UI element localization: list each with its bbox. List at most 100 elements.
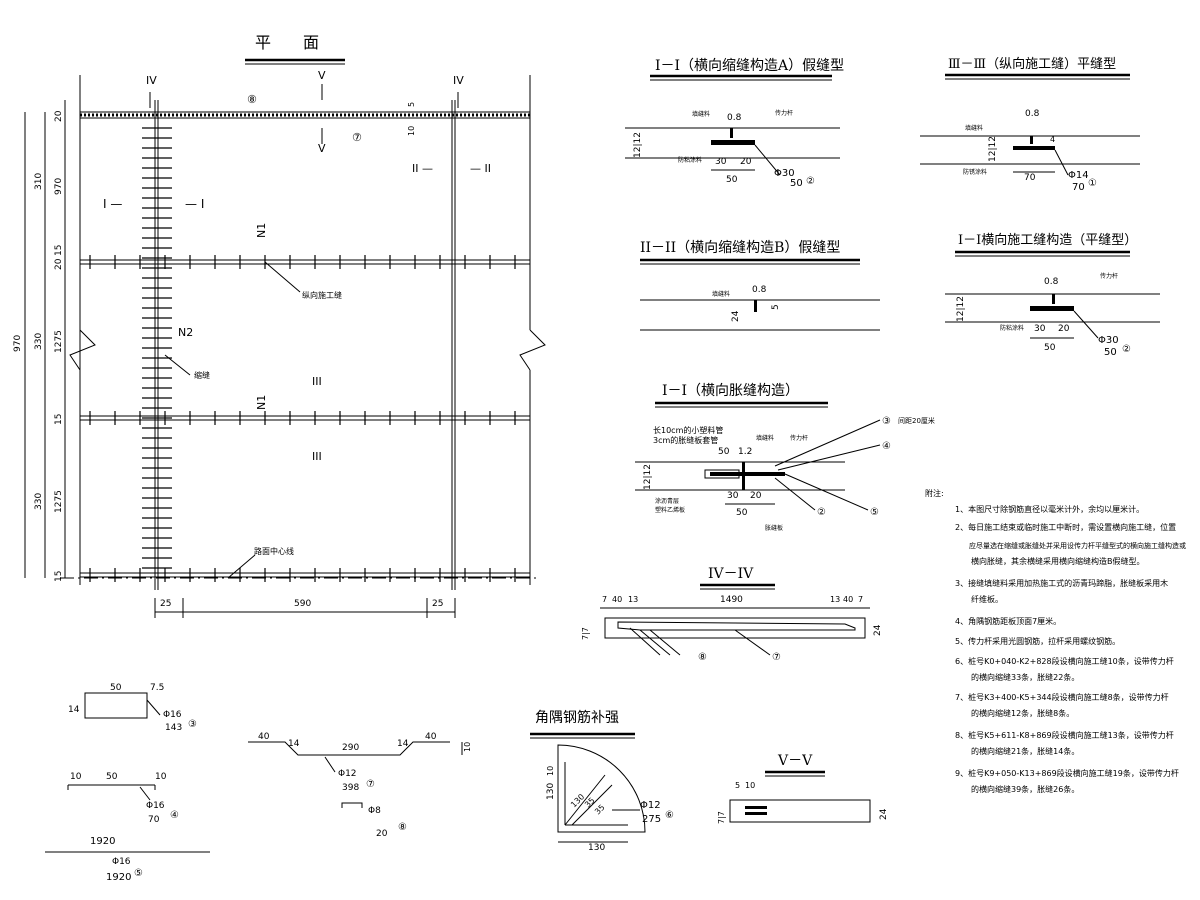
secIV-dim-l1: 40 xyxy=(612,595,622,604)
detail5-rebar: Φ16 xyxy=(112,857,131,867)
detail5-len: 1920 xyxy=(106,872,131,883)
plan-sec-I-left: I — xyxy=(103,197,122,211)
notes-head: 附注: xyxy=(925,488,944,498)
detail3-corner: 7.5 xyxy=(150,683,164,693)
section-III: Ⅲ－Ⅲ（纵向施工缝）平缝型 0.8 12|12 4 70 Φ14 70 ① 填缝… xyxy=(920,56,1140,193)
secIc-rebar-len: 50 xyxy=(1104,347,1117,358)
detail4-shape xyxy=(67,784,156,790)
secIII-groove xyxy=(1030,136,1033,144)
secExp-lab-plate: 胀缝板 xyxy=(765,524,783,532)
leader-long-joint xyxy=(264,261,301,293)
corner-dim-130b: 130 xyxy=(588,843,605,853)
secIV-rebar xyxy=(617,621,856,631)
secV-dim-24: 24 xyxy=(879,808,889,820)
notes-item-1: 2、每日施工结束或临时施工中断时，需设置横向施工缝，位置 xyxy=(955,522,1176,532)
plan-callout-7: ⑦ xyxy=(352,131,362,144)
plan-view: 平 面 IV IV V V ⑧ ⑦ I — — I II — — xyxy=(13,33,546,618)
plan-sec-II-right: — II xyxy=(470,162,491,175)
notes-item-2: 应尽量选在缩缝或胀缝处并采用设传力杆平缝型式的横向施工缝构造或 xyxy=(955,541,1186,550)
leader-fake-joint xyxy=(164,354,191,376)
secA-groove xyxy=(730,128,733,138)
plan-dim-mid-4: 15 xyxy=(54,245,64,256)
detail8-c: ⑧ xyxy=(398,822,407,833)
secIc-dim-08: 0.8 xyxy=(1044,277,1059,287)
secIV-leader-8a xyxy=(629,627,661,656)
secV-slab xyxy=(729,799,871,823)
detail8-len: 20 xyxy=(376,829,388,839)
secExp-plate xyxy=(742,462,745,490)
secB-groove xyxy=(754,300,757,312)
notes: 附注: 1、本图尺寸除钢筋直径以毫米计外，余均以厘米计。 2、每日施工结束或临时… xyxy=(925,488,1186,794)
detail3-leader xyxy=(146,699,161,716)
secIc-dim-50: 50 xyxy=(1044,343,1056,353)
notes-item-4: 3、接缝填缝料采用加热施工式的沥青玛蹄脂，胀缝板采用木 xyxy=(955,578,1168,588)
detail4-len: 70 xyxy=(148,815,160,825)
secIII-dim-70: 70 xyxy=(1024,173,1036,183)
notes-item-11: 的横向缩缝12条，胀缝8条。 xyxy=(955,708,1074,718)
secExp-c3: ③ xyxy=(882,416,891,427)
corner-dim-10: 10 xyxy=(546,766,555,776)
secV-dim-0: 5 xyxy=(735,781,740,790)
plan-dim-mid-7: 15 xyxy=(54,571,64,582)
secIII-lab-fill: 填缝料 xyxy=(965,124,983,132)
plan-dim-top-5: 5 xyxy=(407,102,416,107)
detail7-rebar: Φ12 xyxy=(338,769,357,779)
plan-dim-left-2: 330 xyxy=(34,493,44,510)
plan-dim-bottom-2: 25 xyxy=(432,599,443,609)
plan-sec-IV-left: IV xyxy=(146,74,157,87)
detail5-c: ⑤ xyxy=(134,868,143,879)
secIV-dim-l2: 13 xyxy=(628,595,638,604)
secIV-c7: ⑦ xyxy=(772,652,781,663)
secIV-dim-r0: 13 xyxy=(830,595,840,604)
secIc-dim-1212: 12|12 xyxy=(956,296,966,322)
secExp-dim-30: 30 xyxy=(727,491,739,501)
secA-lab-fill: 填缝料 xyxy=(692,110,710,118)
plan-dim-mid-0: 20 xyxy=(54,110,64,122)
secA-dim-1212: 12|12 xyxy=(633,132,643,158)
secV-title: V－V xyxy=(777,753,813,769)
plan-sec-V-bottom: V xyxy=(318,142,326,155)
detail7-h: 10 xyxy=(463,742,472,752)
secIII-rebar-len: 70 xyxy=(1072,182,1085,193)
detail7-shape xyxy=(248,741,450,756)
plan-label-N1-mid: N1 xyxy=(255,395,268,410)
secIII-rebar: Φ14 xyxy=(1068,170,1089,181)
secA-dim-50: 50 xyxy=(726,175,738,185)
section-V: V－V 5 10 7|7 24 xyxy=(717,753,889,824)
secExp-c5: ⑤ xyxy=(870,507,879,518)
secB-dim-5: 5 xyxy=(771,304,781,310)
plan-callout-8: ⑧ xyxy=(247,93,257,106)
secIV-dim-r2: 7 xyxy=(858,595,863,604)
break-left xyxy=(69,329,96,371)
secIII-callout: ① xyxy=(1088,178,1097,189)
secExp-lab-fill: 填缝料 xyxy=(756,434,774,442)
secA-title: I－I（横向缩缝构造A）假缝型 xyxy=(655,58,844,74)
notes-item-14: 9、桩号K9+050-K13+869段设横向施工缝19条，设带传力杆 xyxy=(955,768,1179,778)
section-expansion: I－I（横向胀缝构造） 长10cm的小塑料管 3cm的胀缝板套管 50 1.2 … xyxy=(635,383,935,532)
secIII-dim-08: 0.8 xyxy=(1025,109,1040,119)
plan-sec-III-top: III xyxy=(312,375,322,388)
secExp-dim-12: 1.2 xyxy=(738,447,752,457)
secIII-dim-4: 4 xyxy=(1050,135,1055,144)
secIV-leader-7 xyxy=(734,629,771,656)
plan-label-long-joint: 纵向施工缝 xyxy=(302,290,342,300)
secB-dim-08: 0.8 xyxy=(752,285,767,295)
secExp-lab-coat2: 塑料乙烯板 xyxy=(655,506,685,514)
secExp-lab-bar: 传力杆 xyxy=(790,434,808,442)
secIV-title: IV－IV xyxy=(708,566,754,582)
detail5-top: 1920 xyxy=(90,836,115,847)
detail4-c: ④ xyxy=(170,810,179,821)
detail3-top: 50 xyxy=(110,683,122,693)
secIV-dim-l0: 7 xyxy=(602,595,607,604)
notes-item-6: 4、角隅钢筋距板顶面7厘米。 xyxy=(955,616,1061,626)
detail3-side: 14 xyxy=(68,705,80,715)
notes-item-15: 的横向缩缝39条，胀缝26条。 xyxy=(955,784,1079,794)
secIII-dim-1212: 12|12 xyxy=(988,136,998,162)
secIc-lab-anti: 防粘涂料 xyxy=(1000,324,1024,332)
secIc-leader xyxy=(1073,310,1099,339)
secA-callout: ② xyxy=(806,176,815,187)
secExp-note1: 长10cm的小塑料管 xyxy=(653,425,723,435)
secB-title: II－II（横向缩缝构造B）假缝型 xyxy=(640,240,840,256)
plan-dim-mid-6: 15 xyxy=(54,414,64,425)
